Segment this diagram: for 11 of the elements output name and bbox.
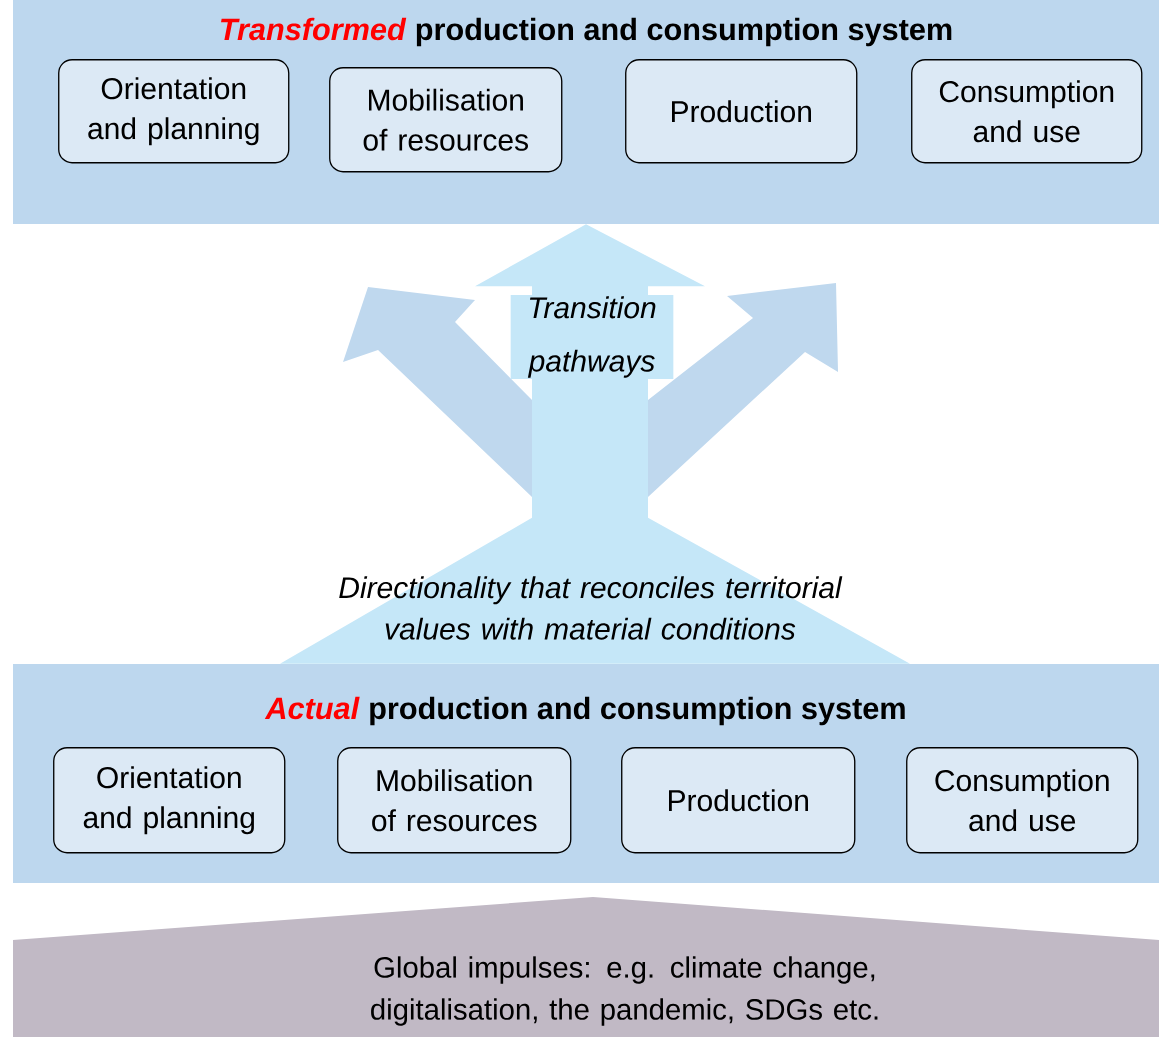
stage-box: Mobilisation of resources	[337, 747, 572, 854]
stage-box: Orientation and planning	[53, 747, 286, 854]
stage-box: Production	[621, 747, 856, 854]
edge-label: Transition pathways	[510, 295, 674, 379]
stage-box: Orientation and planning	[58, 59, 290, 164]
stage-box: Mobilisation of resources	[329, 67, 563, 173]
stage-box: Production	[625, 59, 858, 164]
impulse-banner: Global impulses: e.g. climate change, digitalisation, the pandemic, SDGs etc.	[13, 897, 1159, 1037]
stage-box: Consumption and use	[911, 59, 1143, 164]
stage-box: Consumption and use	[906, 747, 1139, 854]
arrow-caption: Directionality that reconciles territorial values with material conditions	[339, 576, 843, 640]
